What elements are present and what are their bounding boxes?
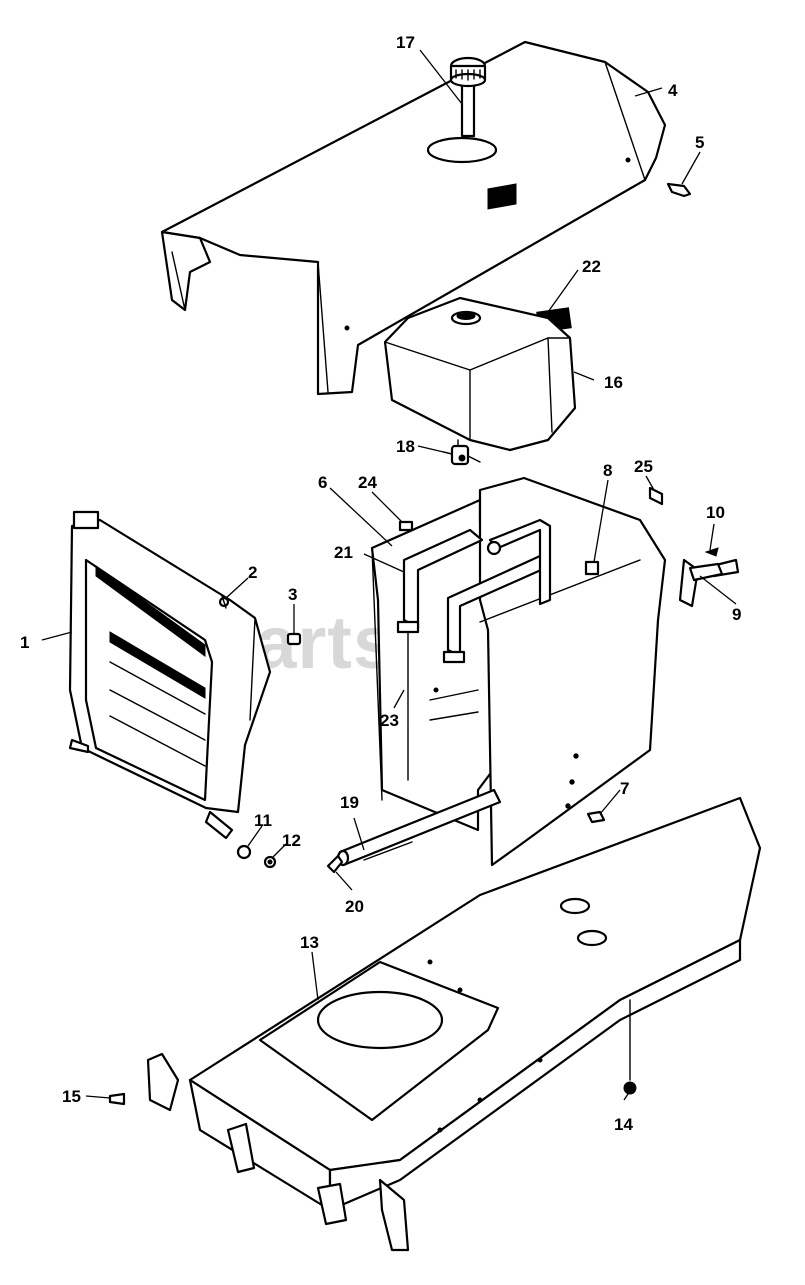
callout-13: 13 xyxy=(300,933,319,952)
frame[interactable] xyxy=(146,796,762,1252)
hardware-12[interactable] xyxy=(263,855,277,869)
callout-3: 3 xyxy=(288,585,297,604)
callout-21: 21 xyxy=(334,543,353,562)
callout-12: 12 xyxy=(282,831,301,850)
hardware-8[interactable] xyxy=(584,560,600,576)
hardware-15[interactable] xyxy=(108,1092,126,1106)
hardware-25[interactable] xyxy=(648,486,664,506)
callout-22: 22 xyxy=(582,257,601,276)
cotter-pin[interactable] xyxy=(326,841,413,874)
callout-15: 15 xyxy=(62,1087,81,1106)
callout-1: 1 xyxy=(20,633,29,652)
callout-4: 4 xyxy=(668,81,678,100)
hood[interactable] xyxy=(160,40,667,396)
hardware-24[interactable] xyxy=(398,520,414,532)
callout-7: 7 xyxy=(620,779,629,798)
leader-lines xyxy=(41,49,737,1101)
hardware-2[interactable] xyxy=(218,595,230,609)
hardware-3[interactable] xyxy=(286,632,302,646)
callout-8: 8 xyxy=(603,461,612,480)
fuel-shutoff-valve[interactable] xyxy=(443,439,481,466)
fuel-tank[interactable] xyxy=(383,296,577,452)
callout-6: 6 xyxy=(318,473,327,492)
tank-brackets[interactable] xyxy=(396,518,552,664)
callout-19: 19 xyxy=(340,793,359,812)
callout-11: 11 xyxy=(254,811,272,830)
callout-2: 2 xyxy=(248,563,257,582)
callout-10: 10 xyxy=(706,503,725,522)
hardware-7[interactable] xyxy=(586,810,606,824)
key-switch[interactable] xyxy=(688,562,724,582)
hardware-11[interactable] xyxy=(236,844,252,860)
callout-20: 20 xyxy=(345,897,364,916)
hardware-5[interactable] xyxy=(666,182,692,198)
callout-5: 5 xyxy=(695,133,704,152)
fuel-cap-gauge[interactable] xyxy=(449,56,487,138)
callout-24: 24 xyxy=(358,473,377,492)
callout-14: 14 xyxy=(614,1115,633,1134)
callout-23: 23 xyxy=(380,711,399,730)
callout-17: 17 xyxy=(396,33,415,52)
callout-18: 18 xyxy=(396,437,415,456)
callout-9: 9 xyxy=(732,605,741,624)
callout-16: 16 xyxy=(604,373,623,392)
grille[interactable] xyxy=(68,510,272,840)
dash-panel[interactable] xyxy=(370,476,700,867)
hardware-14[interactable] xyxy=(623,1081,637,1095)
callout-25: 25 xyxy=(634,457,653,476)
